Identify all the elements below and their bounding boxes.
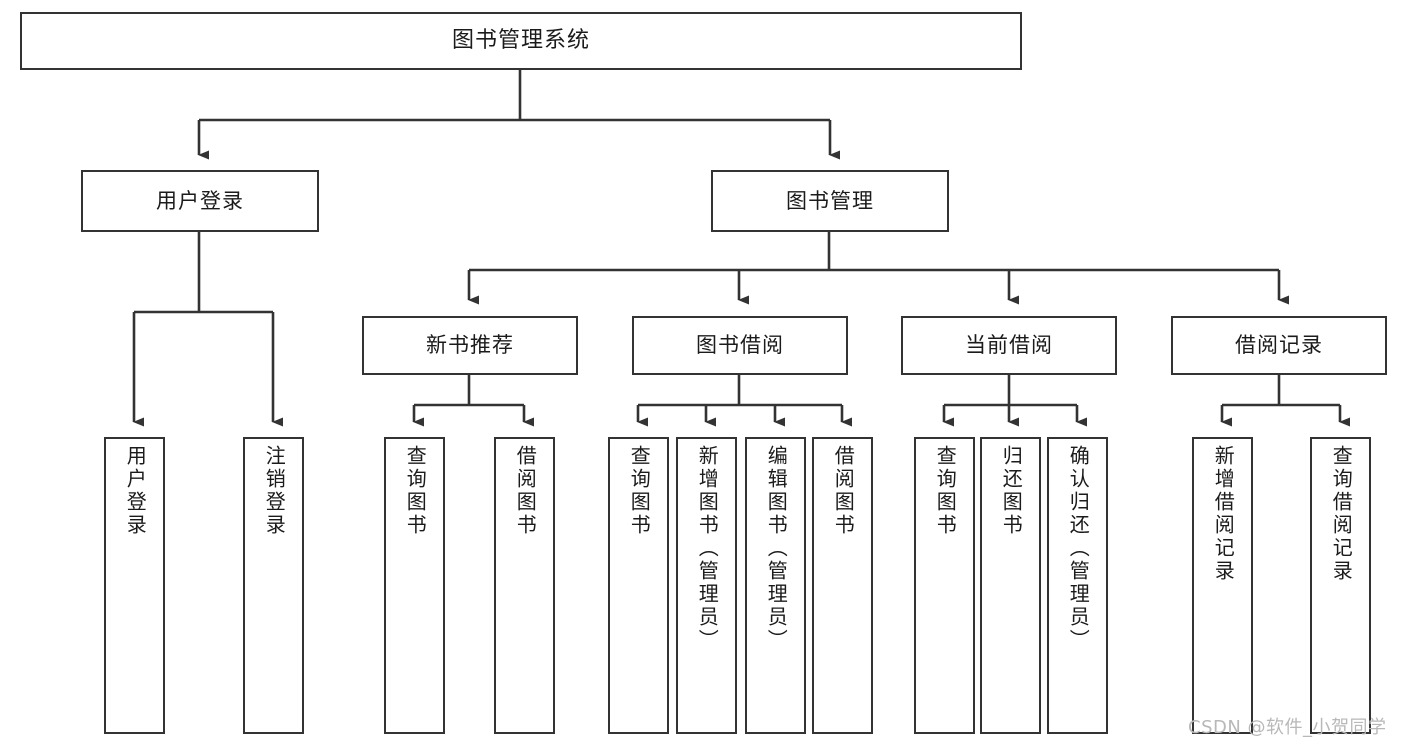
leaf-add-book-admin[interactable]: 新增图书（管理员）	[676, 437, 737, 734]
node-root-system[interactable]: 图书管理系统	[20, 12, 1022, 70]
leaf-edit-book-admin[interactable]: 编辑图书（管理员）	[745, 437, 806, 734]
leaf-query-book-borrow[interactable]: 查询图书	[608, 437, 669, 734]
node-label: 归还图书	[999, 445, 1024, 537]
node-user-login[interactable]: 用户登录	[81, 170, 319, 232]
node-label: 用户登录	[156, 188, 244, 213]
node-label: 图书管理系统	[451, 28, 590, 54]
node-borrow-record[interactable]: 借阅记录	[1171, 316, 1387, 375]
node-book-management[interactable]: 图书管理	[711, 170, 949, 232]
node-label: 图书管理	[786, 188, 874, 213]
leaf-confirm-return-admin[interactable]: 确认归还（管理员）	[1047, 437, 1108, 734]
leaf-logout[interactable]: 注销登录	[243, 437, 304, 734]
leaf-query-borrow-record[interactable]: 查询借阅记录	[1310, 437, 1371, 734]
node-label: 借阅记录	[1235, 333, 1323, 358]
leaf-query-book-current[interactable]: 查询图书	[914, 437, 975, 734]
node-label: 查询图书	[933, 445, 958, 537]
node-label: 图书借阅	[696, 333, 784, 358]
node-label: 确认归还（管理员）	[1066, 445, 1091, 652]
leaf-query-book-recommend[interactable]: 查询图书	[384, 437, 445, 734]
node-label: 新增图书（管理员）	[695, 445, 720, 652]
node-label: 当前借阅	[965, 333, 1053, 358]
csdn-watermark: CSDN @软件_小贺同学	[1188, 717, 1387, 738]
node-label: 借阅图书	[831, 445, 856, 537]
node-label: 查询图书	[403, 445, 428, 537]
leaf-add-borrow-record[interactable]: 新增借阅记录	[1192, 437, 1253, 734]
node-label: 新增借阅记录	[1211, 445, 1236, 583]
node-label: 新书推荐	[426, 333, 514, 358]
node-label: 查询借阅记录	[1329, 445, 1354, 583]
leaf-borrow-book-recommend[interactable]: 借阅图书	[494, 437, 555, 734]
leaf-borrow-book[interactable]: 借阅图书	[812, 437, 873, 734]
node-current-borrow[interactable]: 当前借阅	[901, 316, 1117, 375]
node-label: 用户登录	[123, 445, 148, 537]
node-label: 编辑图书（管理员）	[764, 445, 789, 652]
node-new-book-recommend[interactable]: 新书推荐	[362, 316, 578, 375]
node-book-borrow[interactable]: 图书借阅	[632, 316, 848, 375]
node-label: 查询图书	[627, 445, 652, 537]
node-label: 注销登录	[262, 445, 287, 537]
leaf-return-book[interactable]: 归还图书	[980, 437, 1041, 734]
node-label: 借阅图书	[513, 445, 538, 537]
leaf-user-login[interactable]: 用户登录	[104, 437, 165, 734]
